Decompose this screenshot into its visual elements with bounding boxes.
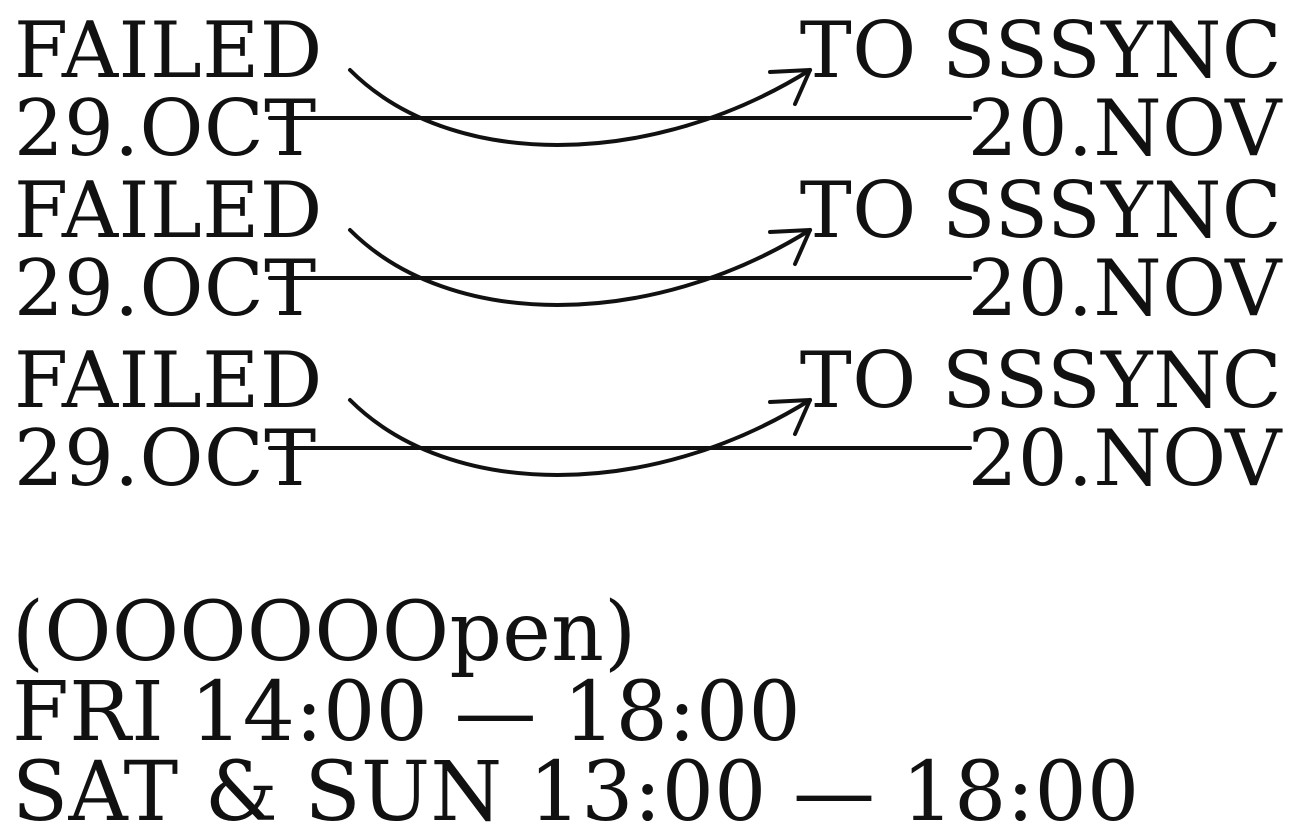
to-sssync-label: TO SSSYNC xyxy=(799,166,1282,256)
start-date: 29.OCT xyxy=(14,244,317,334)
failed-label: FAILED xyxy=(14,166,323,256)
end-date: 20.NOV xyxy=(967,414,1282,504)
to-sssync-label: TO SSSYNC xyxy=(799,336,1282,426)
end-date: 20.NOV xyxy=(967,84,1282,174)
weekend-hours: SAT & SUN 13:00 — 18:00 xyxy=(12,745,1140,840)
start-date: 29.OCT xyxy=(14,84,317,174)
failed-label: FAILED xyxy=(14,6,323,96)
dates-row-1: FAILED 29.OCT TO SSSYNC 20.NOV xyxy=(0,0,1300,180)
dates-row-2: FAILED 29.OCT TO SSSYNC 20.NOV xyxy=(0,160,1300,340)
start-date: 29.OCT xyxy=(14,414,317,504)
friday-hours: FRI 14:00 — 18:00 xyxy=(12,665,801,760)
to-sssync-label: TO SSSYNC xyxy=(799,6,1282,96)
dates-row-3: FAILED 29.OCT TO SSSYNC 20.NOV xyxy=(0,330,1300,510)
opening-hours: (OOOOOOpen) FRI 14:00 — 18:00 SAT & SUN … xyxy=(12,585,1292,840)
open-label: (OOOOOOpen) xyxy=(12,585,637,680)
failed-label: FAILED xyxy=(14,336,323,426)
end-date: 20.NOV xyxy=(967,244,1282,334)
